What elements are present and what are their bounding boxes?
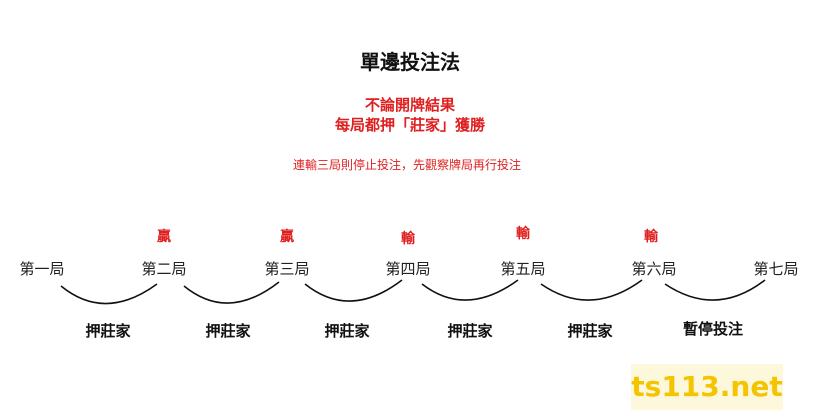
arc-6 — [664, 279, 766, 301]
arc-5 — [540, 279, 643, 301]
result-round-4: 輸 — [401, 231, 415, 247]
action-6: 暫停投注 — [682, 320, 744, 338]
arc-3 — [304, 279, 403, 302]
arc-1 — [60, 283, 158, 305]
round-1: 第一局 — [19, 260, 65, 278]
round-5: 第五局 — [500, 260, 546, 278]
result-round-6: 輸 — [644, 229, 658, 245]
round-6: 第六局 — [631, 260, 677, 278]
round-2: 第二局 — [141, 260, 187, 278]
action-2: 押莊家 — [205, 322, 251, 340]
arc-2 — [183, 281, 280, 304]
round-4: 第四局 — [385, 260, 431, 278]
action-4: 押莊家 — [447, 322, 493, 340]
arc-4 — [421, 279, 519, 301]
action-1: 押莊家 — [85, 322, 131, 340]
stop-rule-note: 連輸三局則停止投注，先觀察牌局再行投注 — [292, 158, 522, 172]
result-round-5: 輸 — [516, 226, 530, 242]
round-3: 第三局 — [264, 260, 310, 278]
action-5: 押莊家 — [567, 322, 613, 340]
subtitle-line-1: 不論開牌結果 — [364, 96, 456, 114]
action-3: 押莊家 — [324, 322, 370, 340]
round-7: 第七局 — [753, 260, 799, 278]
page-title: 單邊投注法 — [360, 50, 460, 74]
result-round-2: 贏 — [157, 229, 171, 245]
subtitle-line-2: 每局都押「莊家」獲勝 — [334, 116, 486, 134]
watermark: ts113.net — [631, 364, 783, 410]
result-round-3: 贏 — [280, 229, 294, 245]
